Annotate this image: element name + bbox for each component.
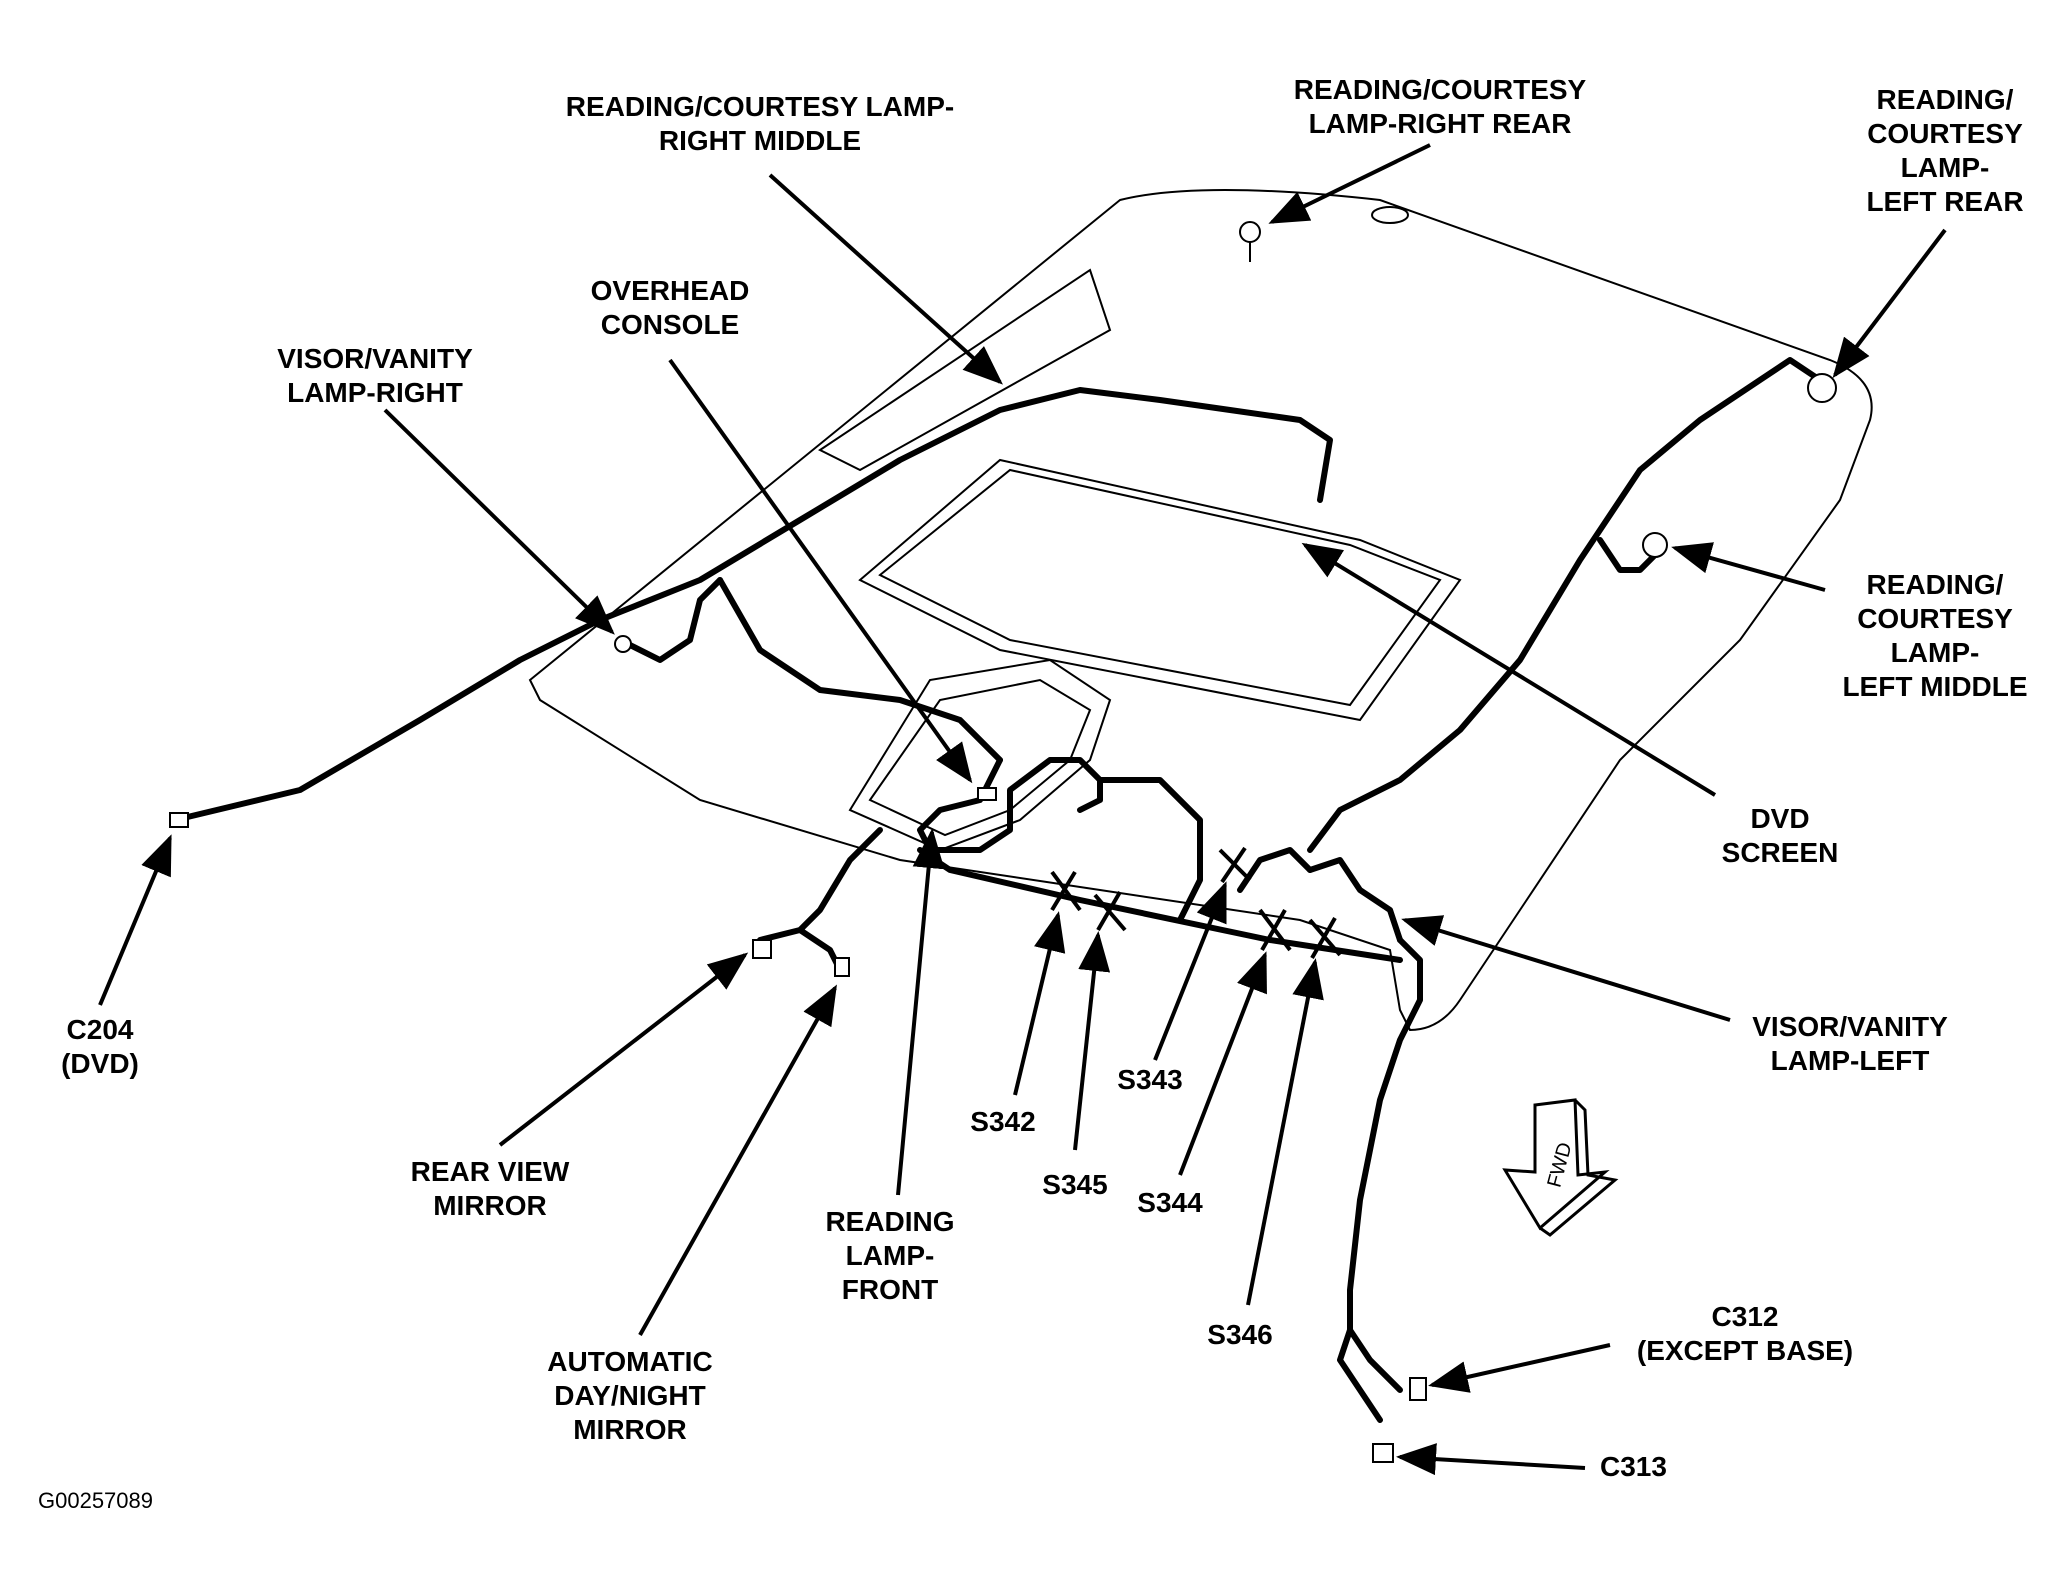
splice-marks bbox=[1050, 846, 1342, 959]
arrow-rear-view-mirror bbox=[498, 952, 749, 1147]
arrow-c204 bbox=[98, 834, 172, 1006]
arrow-c312 bbox=[1428, 1343, 1611, 1393]
arrow-reading-right-rear bbox=[1268, 143, 1431, 224]
label-visor-left: VISOR/VANITY LAMP-LEFT bbox=[1752, 1011, 1948, 1076]
arrow-s343 bbox=[1153, 881, 1227, 1061]
label-s345: S345 bbox=[1042, 1169, 1108, 1200]
arrow-reading-left-rear bbox=[1832, 228, 1947, 379]
label-c312: C312 (EXCEPT BASE) bbox=[1636, 1301, 1854, 1366]
arrow-s346 bbox=[1246, 958, 1324, 1306]
figure-id: G00257089 bbox=[38, 1488, 153, 1513]
label-s344: S344 bbox=[1137, 1187, 1203, 1218]
leader-arrows bbox=[98, 143, 1947, 1476]
label-c204: C204 (DVD) bbox=[61, 1014, 139, 1079]
label-reading-right-middle: READING/COURTESY LAMP- RIGHT MIDDLE bbox=[565, 91, 955, 156]
arrow-reading-left-middle bbox=[1671, 542, 1826, 592]
arrow-auto-mirror bbox=[638, 984, 837, 1336]
splice-s345 bbox=[1093, 890, 1127, 932]
fwd-arrow bbox=[1502, 1098, 1619, 1237]
lamp-right-rear bbox=[1239, 221, 1261, 262]
label-visor-right: VISOR/VANITY LAMP-RIGHT bbox=[277, 343, 473, 408]
dvd-screen-recess bbox=[858, 458, 1462, 722]
splice-s344 bbox=[1258, 908, 1292, 952]
arrow-dvd-screen bbox=[1301, 542, 1717, 797]
connector-c204 bbox=[169, 812, 189, 828]
label-s346: S346 bbox=[1207, 1319, 1273, 1350]
overhead-console-outline bbox=[848, 658, 1112, 852]
arrow-visor-left bbox=[1401, 915, 1731, 1022]
label-rear-view-mirror: REAR VIEW MIRROR bbox=[410, 1156, 570, 1221]
connectors bbox=[169, 787, 1427, 1463]
label-s342: S342 bbox=[970, 1106, 1036, 1137]
label-dvd-screen: DVD SCREEN bbox=[1721, 803, 1839, 868]
connector-c313 bbox=[1372, 1443, 1394, 1463]
connector-rear-view-mirror bbox=[752, 939, 772, 959]
label-c313: C313 bbox=[1600, 1451, 1667, 1482]
wiring-harness bbox=[172, 357, 1823, 1423]
label-reading-right-rear: READING/COURTESY LAMP-RIGHT REAR bbox=[1293, 74, 1587, 139]
lamp-visor-right bbox=[614, 635, 632, 653]
connector-c312 bbox=[1409, 1377, 1427, 1401]
label-s343: S343 bbox=[1117, 1064, 1183, 1095]
label-reading-front: READING LAMP- FRONT bbox=[825, 1206, 955, 1305]
connector-overhead-console bbox=[977, 787, 997, 801]
headliner-outline bbox=[528, 189, 1873, 1032]
arrow-s344 bbox=[1178, 951, 1267, 1176]
splice-s342 bbox=[1050, 870, 1082, 912]
splice-s346 bbox=[1308, 917, 1342, 959]
label-overhead-console: OVERHEAD CONSOLE bbox=[590, 275, 750, 340]
lamp-left-middle bbox=[1642, 532, 1668, 558]
arrow-s345 bbox=[1073, 931, 1111, 1151]
arrow-c313 bbox=[1396, 1443, 1586, 1476]
label-auto-mirror: AUTOMATIC DAY/NIGHT MIRROR bbox=[547, 1346, 713, 1445]
label-reading-left-middle: READING/ COURTESY LAMP- LEFT MIDDLE bbox=[1842, 569, 2028, 702]
arrow-visor-right bbox=[383, 408, 615, 635]
arrow-reading-front bbox=[896, 828, 945, 1196]
splice-s343 bbox=[1218, 846, 1252, 884]
lamp-left-rear bbox=[1807, 373, 1837, 403]
arrow-overhead-console bbox=[668, 358, 973, 784]
label-reading-left-rear: READING/ COURTESY LAMP- LEFT REAR bbox=[1866, 84, 2024, 217]
connector-auto-mirror bbox=[834, 957, 850, 977]
arrow-s342 bbox=[1013, 911, 1066, 1096]
arrow-reading-right-middle bbox=[768, 173, 1003, 385]
